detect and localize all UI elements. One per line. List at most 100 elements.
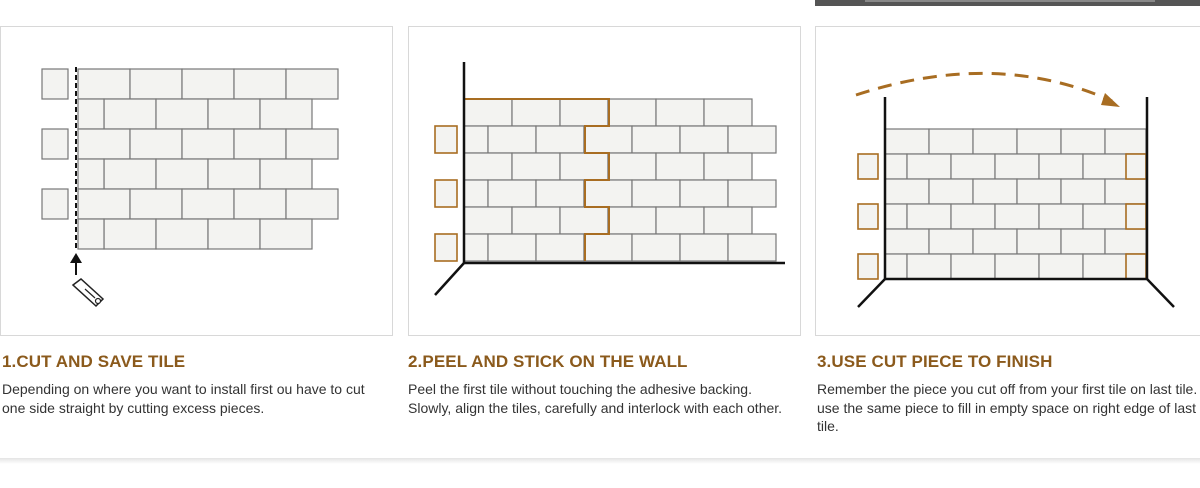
tile [884,178,930,205]
tile [884,128,930,155]
tile [1038,203,1084,230]
tile [181,68,235,100]
tile [906,203,952,230]
tile [950,203,996,230]
filled-cut-piece [1125,203,1147,230]
tile [727,125,777,154]
step-2-title: 2.PEEL AND STICK ON THE WALL [408,352,688,371]
tile [463,125,489,154]
tile [607,98,657,127]
tile [1060,128,1106,155]
tile [972,128,1018,155]
tile [207,218,261,250]
tile [77,158,105,190]
step-2-description: Peel the first tile without touching the… [408,381,783,416]
tile [535,233,585,262]
tile [928,228,974,255]
tile [259,158,313,190]
tile [285,68,339,100]
tile [103,98,157,130]
tile [511,206,561,235]
tile [994,203,1040,230]
tile [233,128,287,160]
tile [41,128,69,160]
transfer-arrow [855,71,1113,103]
tile [583,125,633,154]
tile [511,98,561,127]
tile [631,233,681,262]
tile [487,233,537,262]
tile [583,233,633,262]
tile [972,178,1018,205]
tile [129,68,183,100]
tile [129,128,183,160]
tile [1038,253,1084,280]
tile [950,253,996,280]
step-1-illustration-panel [0,26,393,336]
tile [1038,153,1084,180]
tile [884,153,908,180]
filled-cut-piece [1125,153,1147,180]
tile [207,98,261,130]
tile [906,253,952,280]
tile [155,98,209,130]
tile [463,152,513,181]
tile [1016,228,1062,255]
step-3-illustration-panel [815,26,1200,336]
tile [233,188,287,220]
tile [129,188,183,220]
tile [511,152,561,181]
tile [77,68,131,100]
placed-tile-outline [464,98,610,261]
tile [679,233,729,262]
tile [884,228,930,255]
floor-diagonal-left [857,278,886,308]
tile [103,218,157,250]
tile [77,188,131,220]
tile [884,253,908,280]
tile [1060,228,1106,255]
tile [679,179,729,208]
tile [1082,253,1128,280]
tile [559,152,609,181]
tile [679,125,729,154]
tile [1104,178,1147,205]
tile [155,218,209,250]
transfer-arrow-head [1101,93,1120,107]
tile [41,68,69,100]
tile [950,153,996,180]
tile [972,228,1018,255]
tile [559,206,609,235]
tile [631,125,681,154]
tile [727,179,777,208]
floor-diagonal-right [1146,278,1175,308]
tile [285,128,339,160]
step-3-title: 3.USE CUT PIECE TO FINISH [817,352,1053,371]
tile [1104,228,1147,255]
tile [928,128,974,155]
tile [77,128,131,160]
tile [607,152,657,181]
cutter-screw [94,297,102,305]
cut-piece [857,203,879,230]
tile [77,98,105,130]
tile [233,68,287,100]
tile [1016,178,1062,205]
step-3-description: Remember the piece you cut off from your… [817,381,1198,434]
tile [259,218,313,250]
tile [487,179,537,208]
tile [884,203,908,230]
tile [631,179,681,208]
tile [1082,203,1128,230]
tile [463,179,489,208]
tile [155,158,209,190]
tile [906,153,952,180]
tile [928,178,974,205]
tile [41,188,69,220]
tile [994,253,1040,280]
tile [535,125,585,154]
tile [77,218,105,250]
tile [655,206,705,235]
tile [1016,128,1062,155]
tile [463,98,513,127]
